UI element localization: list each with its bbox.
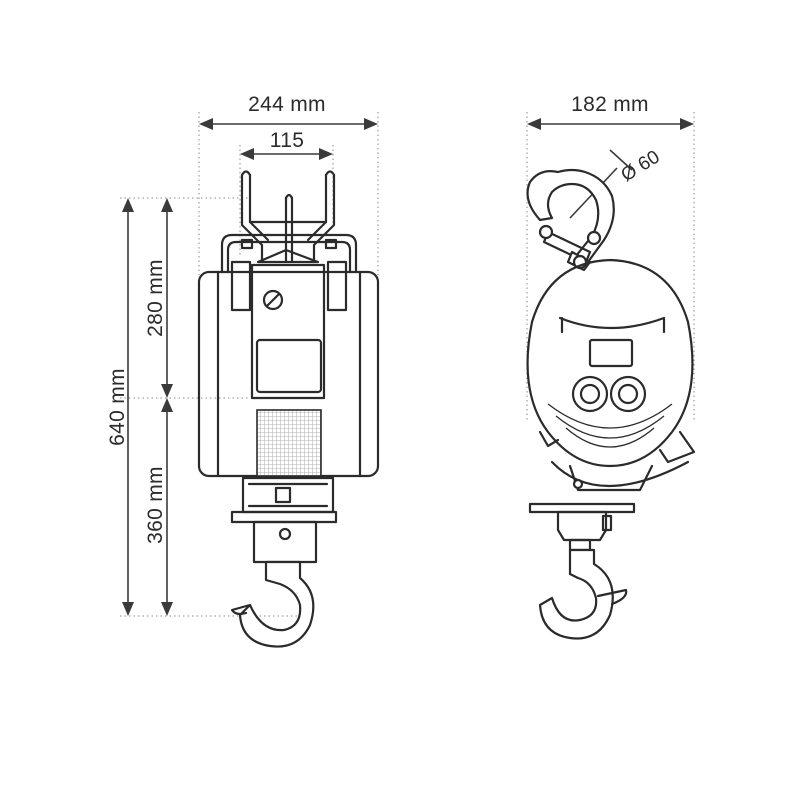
front-view-hoist: [197, 170, 380, 648]
dimension-total-height: [122, 198, 134, 616]
label-front-width: 244 mm: [248, 93, 326, 116]
dimension-inner-width: [240, 148, 333, 160]
dimension-lower-height: [161, 398, 173, 616]
label-upper-height: 280 mm: [144, 259, 167, 337]
dimension-front-width: [199, 118, 378, 130]
label-side-width: 182 mm: [571, 93, 649, 116]
label-total-height: 640 mm: [106, 368, 129, 446]
dimension-upper-height: [161, 198, 173, 398]
label-hook-diameter: Ø 60: [618, 147, 664, 187]
side-view-hoist: [526, 168, 696, 640]
dimension-side-width: [527, 118, 694, 130]
label-inner-width: 115: [270, 129, 304, 152]
label-lower-height: 360 mm: [144, 466, 167, 544]
